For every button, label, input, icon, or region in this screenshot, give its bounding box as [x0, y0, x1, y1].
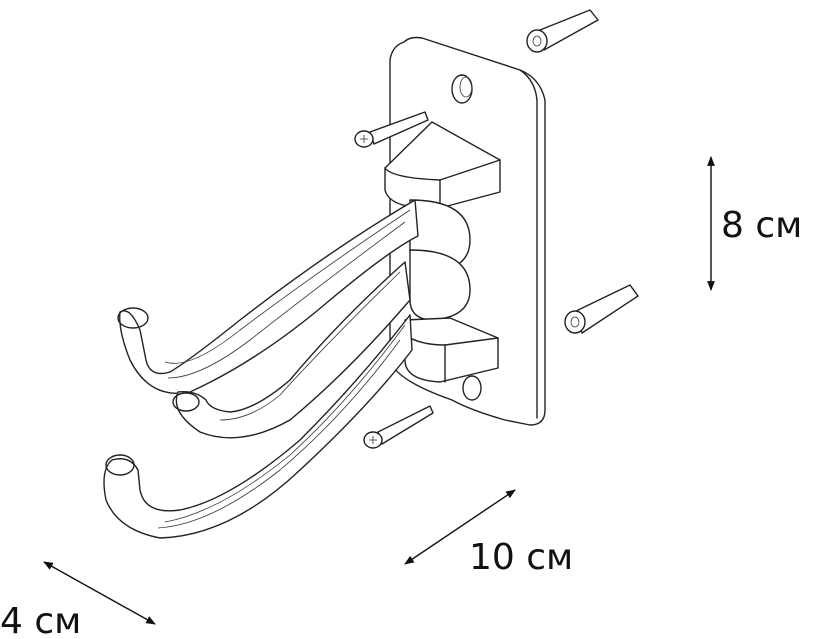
depth-dimension-label: 4 см [0, 601, 82, 639]
wall-screw-bottom [363, 405, 434, 449]
hook-top [117, 199, 419, 394]
wall-screw-top [354, 111, 429, 148]
wall-plug-top [526, 9, 599, 53]
length-dimension-label: 10 см [469, 537, 574, 578]
depth-dimension-arrow [43, 561, 156, 625]
hook-bottom [103, 314, 413, 539]
swivel-barrel [404, 199, 499, 383]
wall-plug-bottom [564, 284, 639, 334]
hook-middle [172, 261, 411, 439]
length-dimension-arrow [404, 489, 516, 565]
height-dimension-label: 8 см [721, 205, 803, 246]
